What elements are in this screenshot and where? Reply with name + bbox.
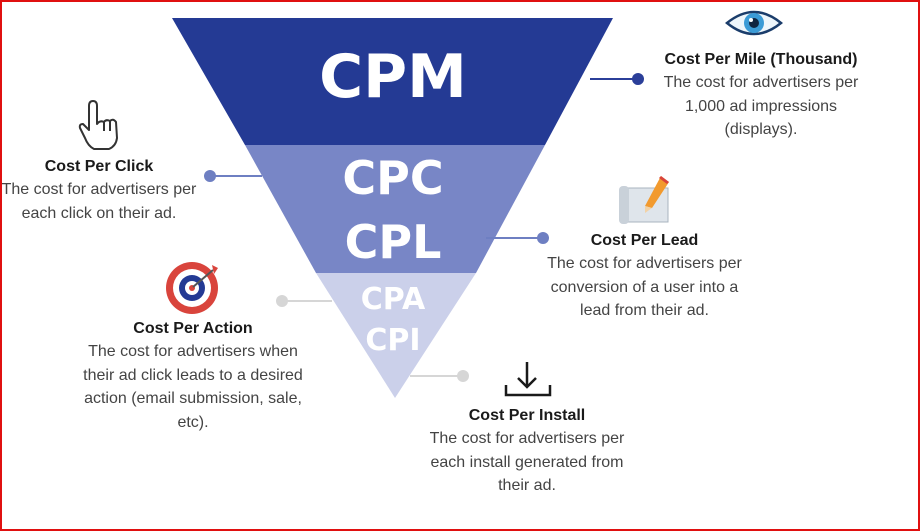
cpl-title: Cost Per Lead (590, 232, 699, 249)
cpm-title: Cost Per Mile (Thousand) (664, 51, 858, 68)
target-icon (166, 262, 218, 314)
hand-pointer-icon (78, 100, 118, 150)
funnel-band-cpa-cpi (316, 273, 476, 398)
cpl-description: The cost for advertisers per conversion … (547, 255, 742, 319)
connector-cpc (204, 170, 262, 182)
cpi-description: The cost for advertisers per each instal… (429, 430, 625, 494)
connector-cpl (486, 232, 549, 244)
cpm-description: The cost for advertisers per 1,000 ad im… (663, 74, 859, 138)
cpa-info-block: Cost Per Action The cost for advertisers… (68, 318, 318, 434)
pencil-paper-icon (619, 176, 669, 224)
funnel-label-cpm: CPM (319, 42, 467, 112)
cpi-title: Cost Per Install (468, 407, 586, 424)
cpc-title: Cost Per Click (44, 158, 154, 175)
cpc-info-block: Cost Per Click The cost for advertisers … (0, 156, 206, 225)
funnel-label-cpc: CPC (342, 151, 443, 205)
connector-cpm (590, 73, 644, 85)
cpi-info-block: Cost Per Install The cost for advertiser… (412, 405, 642, 498)
cpm-info-block: Cost Per Mile (Thousand) The cost for ad… (630, 49, 892, 142)
funnel-band-cpm (172, 18, 613, 145)
cpa-description: The cost for advertisers when their ad c… (83, 343, 303, 431)
funnel-band-cpc-cpl (245, 145, 545, 273)
funnel-label-cpl: CPL (345, 215, 442, 269)
download-icon (504, 362, 552, 397)
funnel-label-cpi: CPI (365, 323, 420, 358)
cpl-info-block: Cost Per Lead The cost for advertisers p… (528, 230, 761, 323)
cpc-description: The cost for advertisers per each click … (1, 181, 197, 222)
connector-cpi (410, 370, 469, 382)
eye-icon (725, 10, 783, 36)
cpa-title: Cost Per Action (133, 320, 253, 337)
funnel-label-cpa: CPA (361, 282, 426, 317)
connector-cpa (276, 295, 332, 307)
